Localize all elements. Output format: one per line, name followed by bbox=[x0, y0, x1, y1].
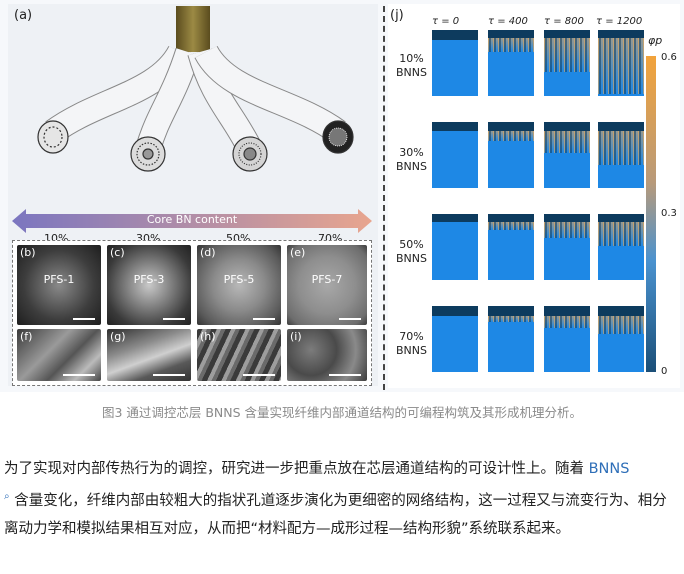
colorbar-max: 0.6 bbox=[661, 52, 677, 63]
phase-texture bbox=[598, 131, 644, 165]
scale-bar bbox=[63, 374, 95, 376]
simulation-frame bbox=[544, 214, 590, 280]
row-label: 10%BNNS bbox=[396, 52, 427, 79]
panel-j-label: (j) bbox=[390, 8, 404, 23]
tau-400: τ = 400 bbox=[488, 16, 528, 27]
simulation-frame bbox=[488, 306, 534, 372]
sem-letter-b: (b) bbox=[20, 246, 36, 259]
sem-letter-g: (g) bbox=[110, 330, 126, 343]
simulation-frame bbox=[598, 214, 644, 280]
content-arrow: Core BN content bbox=[12, 209, 372, 235]
panel-divider bbox=[383, 6, 385, 390]
sem-letter-e: (e) bbox=[290, 246, 306, 259]
phase-texture bbox=[488, 131, 534, 141]
arrow-label: Core BN content bbox=[146, 213, 238, 226]
body-text-rest: 含量变化，纤维内部由较粗大的指状孔道逐步演化为更细密的网络结构，这一过程又与流变… bbox=[4, 492, 667, 537]
sem-letter-d: (d) bbox=[200, 246, 216, 259]
simulation-frame bbox=[488, 122, 534, 188]
figure-caption: 图3 通过调控芯层 BNNS 含量实现纤维内部通道结构的可编程构筑及其形成机理分… bbox=[101, 405, 583, 420]
simulation-frame bbox=[488, 214, 534, 280]
sem-name-d: PFS-5 bbox=[223, 273, 255, 286]
phase-texture bbox=[544, 131, 590, 153]
phase-texture bbox=[488, 222, 534, 230]
sem-image-d: (d) PFS-5 bbox=[197, 245, 281, 325]
tau-1200: τ = 1200 bbox=[596, 16, 643, 27]
phase-texture bbox=[544, 316, 590, 328]
row-label: 70%BNNS bbox=[396, 330, 427, 357]
simulation-frame bbox=[432, 306, 478, 372]
simulation-frame bbox=[432, 214, 478, 280]
simulation-frame bbox=[544, 122, 590, 188]
scale-bar bbox=[153, 374, 185, 376]
scale-bar bbox=[253, 318, 275, 320]
panel-a-label: (a) bbox=[14, 8, 33, 23]
phase-texture bbox=[544, 38, 590, 72]
sem-name-b: PFS-1 bbox=[43, 273, 75, 286]
sem-images: (b) PFS-1 (c) PFS-3 (d) PFS-5 (e) PFS-7 … bbox=[12, 240, 372, 386]
scale-bar bbox=[329, 374, 361, 376]
panel-a: (a) bbox=[8, 4, 378, 386]
phase-texture bbox=[488, 38, 534, 52]
sem-letter-i: (i) bbox=[290, 330, 302, 343]
simulation-frame bbox=[488, 30, 534, 96]
colorbar-symbol: φp bbox=[648, 34, 663, 47]
sem-letter-c: (c) bbox=[110, 246, 125, 259]
simulation-frame bbox=[598, 30, 644, 96]
scale-bar bbox=[163, 318, 185, 320]
colorbar-min: 0 bbox=[661, 366, 668, 377]
sem-name-c: PFS-3 bbox=[133, 273, 165, 286]
sem-letter-h: (h) bbox=[200, 330, 216, 343]
sem-image-e: (e) PFS-7 bbox=[287, 245, 367, 325]
row-label: 50%BNNS bbox=[396, 238, 427, 265]
scale-bar bbox=[243, 374, 275, 376]
simulation-frame bbox=[598, 122, 644, 188]
tau-0: τ = 0 bbox=[432, 16, 460, 27]
simulation-frame bbox=[432, 30, 478, 96]
body-text-start: 为了实现对内部传热行为的调控，研究进一步把重点放在芯层通道结构的可设计性上。随着 bbox=[4, 461, 589, 477]
scale-bar bbox=[339, 318, 361, 320]
colorbar bbox=[646, 56, 656, 372]
figure: (a) bbox=[8, 4, 680, 390]
colorbar-mid: 0.3 bbox=[661, 208, 677, 219]
keyword-link[interactable]: BNNS bbox=[588, 461, 630, 477]
search-icon[interactable]: ⌕ bbox=[4, 491, 10, 502]
simulation-frame bbox=[544, 30, 590, 96]
simulation-frame bbox=[598, 306, 644, 372]
phase-texture bbox=[488, 316, 534, 322]
scale-bar bbox=[73, 318, 95, 320]
sem-image-f: (f) bbox=[17, 329, 101, 381]
sem-name-e: PFS-7 bbox=[311, 273, 343, 286]
sem-image-c: (c) PFS-3 bbox=[107, 245, 191, 325]
sem-image-h: (h) bbox=[197, 329, 281, 381]
sem-image-b: (b) PFS-1 bbox=[17, 245, 101, 325]
simulation-frame bbox=[544, 306, 590, 372]
phase-texture bbox=[598, 316, 644, 334]
row-label: 30%BNNS bbox=[396, 146, 427, 173]
fiber-illustration bbox=[37, 6, 354, 172]
body-paragraph: 为了实现对内部传热行为的调控，研究进一步把重点放在芯层通道结构的可设计性上。随着… bbox=[4, 455, 680, 543]
tau-800: τ = 800 bbox=[544, 16, 584, 27]
phase-texture bbox=[598, 38, 644, 94]
sem-image-i: (i) bbox=[287, 329, 367, 381]
panel-j: (j) τ = 0 τ = 400 τ = 800 τ = 1200 10%BN… bbox=[388, 4, 680, 388]
simulation-frame bbox=[432, 122, 478, 188]
sem-image-g: (g) bbox=[107, 329, 191, 381]
phase-texture bbox=[544, 222, 590, 238]
phase-texture bbox=[598, 222, 644, 246]
sem-letter-f: (f) bbox=[20, 330, 33, 343]
